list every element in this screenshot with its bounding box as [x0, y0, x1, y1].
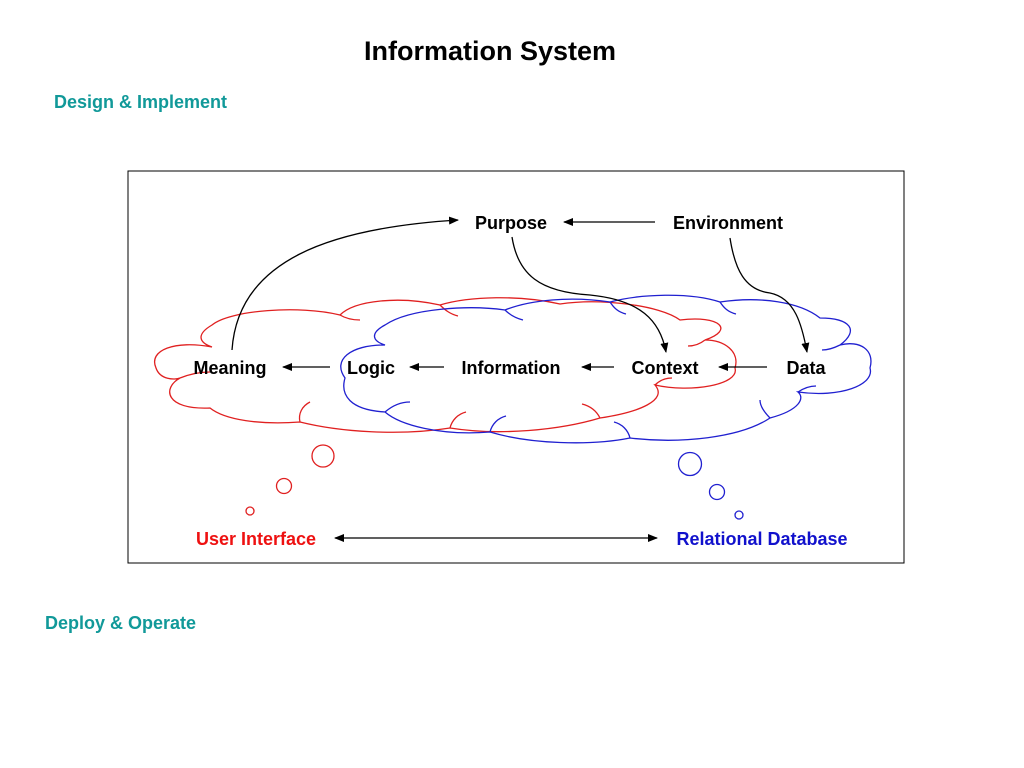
arrow-environment-to-data [729, 237, 810, 353]
node-purpose: Purpose [475, 213, 547, 233]
blue-thought-bubble-large [677, 451, 703, 477]
diagram-frame [127, 170, 905, 564]
node-context: Context [632, 358, 699, 378]
blue-thought-bubble-small [734, 510, 744, 520]
blue-thought-bubble-medium [708, 483, 726, 501]
node-relational-database: Relational Database [676, 529, 847, 549]
red-thought-bubble-large [311, 444, 335, 468]
blue-cloud [340, 294, 872, 444]
node-user-interface: User Interface [196, 529, 316, 549]
section-label-deploy-operate: Deploy & Operate [45, 613, 197, 633]
arrow-purpose-to-context [511, 236, 669, 353]
node-logic: Logic [347, 358, 395, 378]
red-cloud [153, 297, 737, 433]
page-title: Information System [363, 36, 617, 66]
node-data: Data [786, 358, 826, 378]
section-label-design-implement: Design & Implement [54, 92, 228, 112]
node-environment: Environment [673, 213, 783, 233]
red-thought-bubble-medium [275, 477, 293, 495]
node-information: Information [462, 358, 561, 378]
red-thought-bubble-small [245, 506, 255, 516]
arrow-meaning-to-purpose [231, 216, 459, 351]
node-meaning: Meaning [193, 358, 266, 378]
